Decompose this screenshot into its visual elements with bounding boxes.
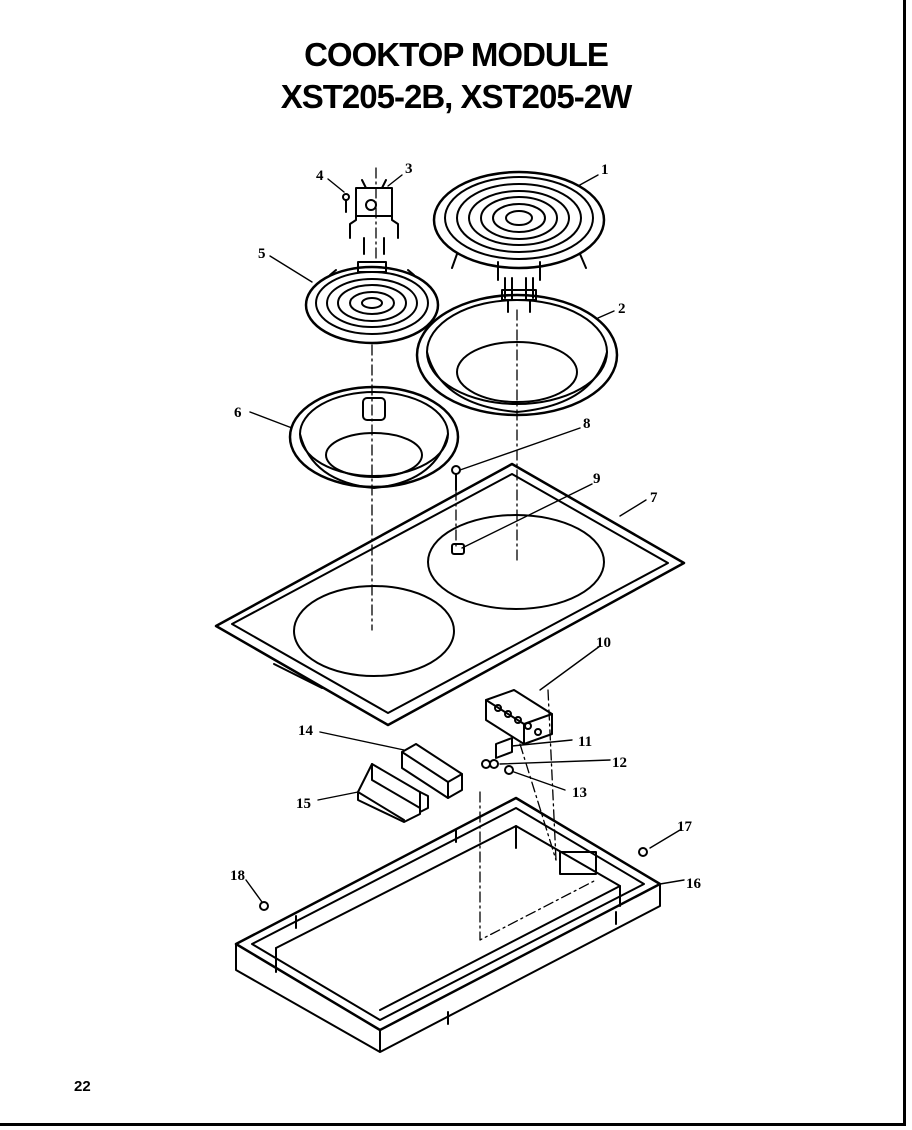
callout-labels: 1 2 3 4 5 6 7 8 9 10 14 11 12 13 15 17 1…: [230, 161, 702, 892]
callout-10: 10: [596, 635, 611, 651]
callout-8: 8: [583, 416, 591, 432]
leader-lines: [245, 174, 685, 903]
large-surface-element: [432, 170, 606, 313]
callout-11: 11: [578, 734, 592, 750]
callout-14: 14: [298, 723, 314, 739]
small-drip-bowl: [288, 385, 460, 489]
callout-18: 18: [230, 868, 245, 884]
burner-box: [234, 796, 662, 1053]
cooktop-frame: [214, 462, 686, 727]
callout-1: 1: [601, 162, 609, 178]
callout-15: 15: [296, 796, 311, 812]
callout-3: 3: [405, 161, 413, 177]
clip: [451, 543, 465, 555]
bracket: [495, 737, 513, 759]
terminal-block: [349, 179, 399, 255]
callout-6: 6: [234, 405, 242, 421]
screw: [342, 193, 350, 213]
callout-9: 9: [593, 471, 601, 487]
nut: [504, 765, 514, 775]
callout-2: 2: [618, 301, 626, 317]
screw-18: [259, 901, 269, 911]
model-numbers: XST205-2B, XST205-2W: [280, 78, 632, 115]
terminal-strip: [485, 689, 553, 745]
terminal-connector: [481, 759, 499, 769]
cover: [357, 763, 429, 823]
alignment-lines: [371, 167, 597, 941]
small-surface-element: [304, 261, 440, 345]
callout-5: 5: [258, 246, 266, 262]
callout-17: 17: [677, 819, 693, 835]
callout-13: 13: [572, 785, 587, 801]
callout-16: 16: [686, 876, 702, 892]
shield: [401, 743, 463, 799]
mounting-screw: [451, 465, 461, 491]
callout-12: 12: [612, 755, 627, 771]
callout-7: 7: [650, 490, 658, 506]
callout-4: 4: [316, 168, 324, 184]
page-number: 22: [74, 1078, 91, 1095]
screw-17: [638, 847, 648, 857]
diagram-title: COOKTOP MODULE: [304, 36, 609, 73]
